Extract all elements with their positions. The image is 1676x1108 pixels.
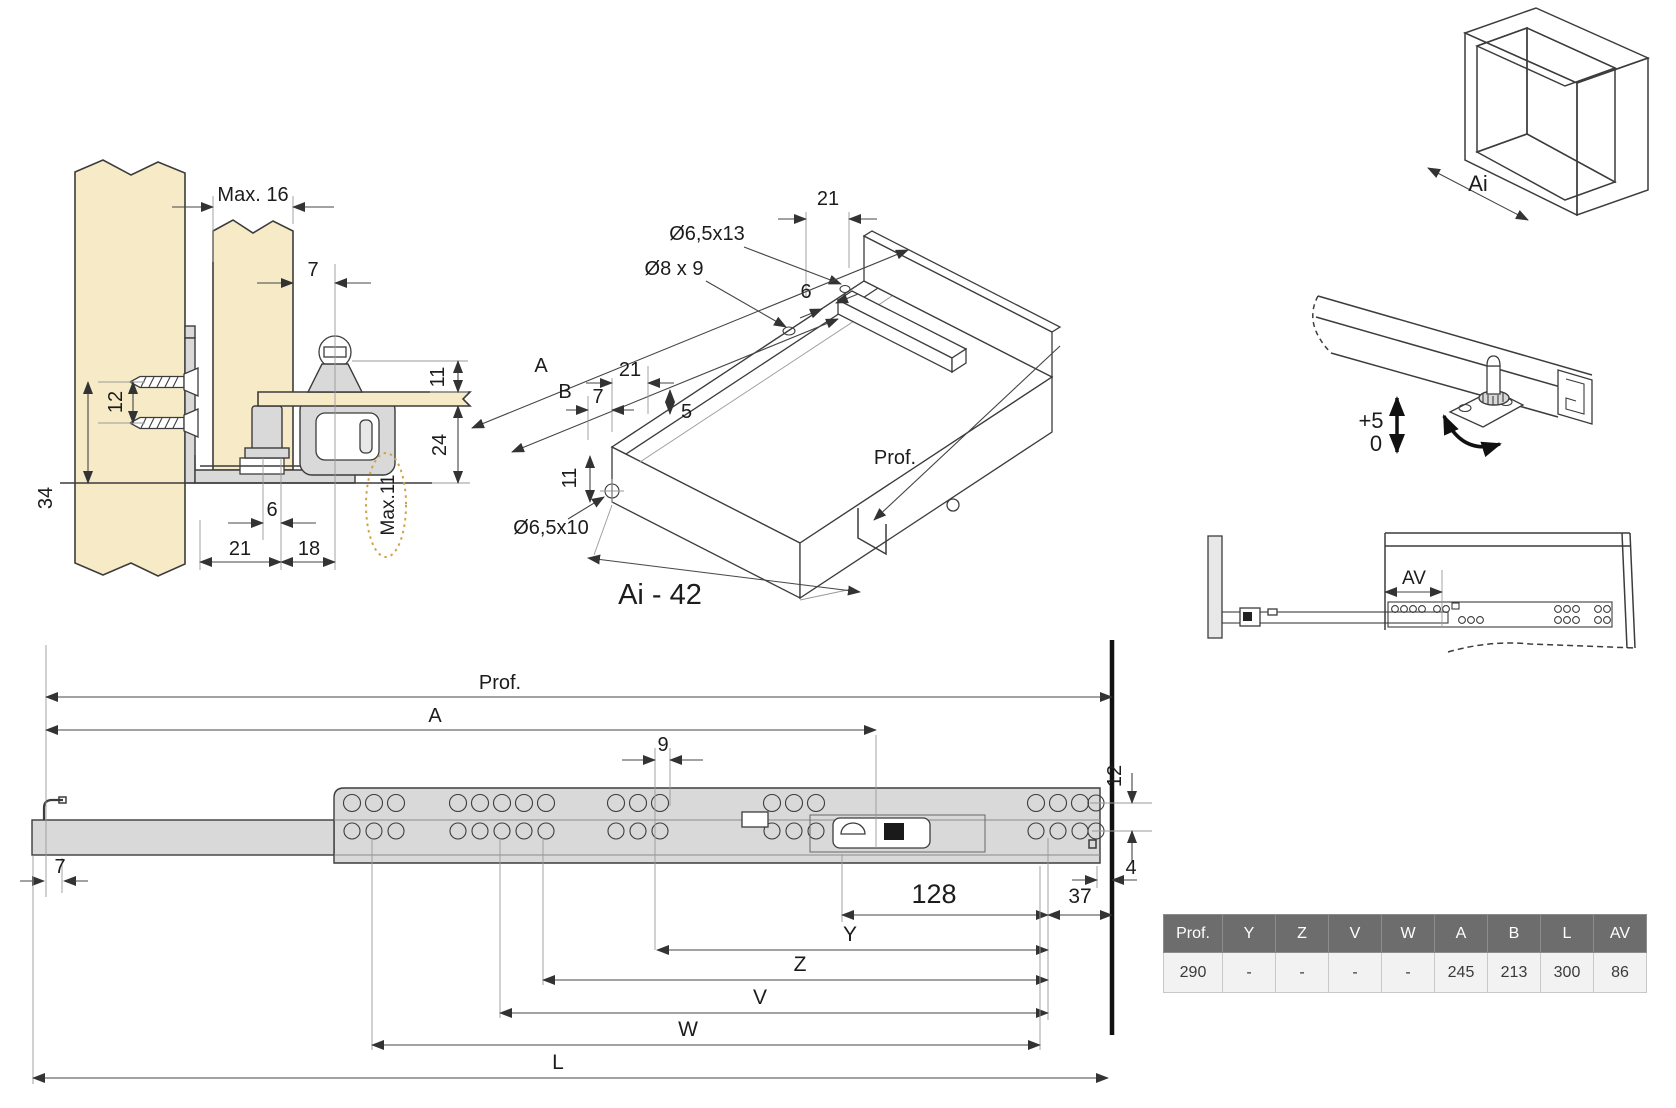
val-av: 86 [1593, 952, 1647, 993]
label-hole-6-5x13: Ø6,5x13 [669, 223, 745, 245]
val-v: - [1328, 952, 1382, 993]
dim-21-top: 21 [817, 188, 839, 210]
cross-section-view: Max. 16 7 12 34 11 24 6 21 18 Max.11 [35, 159, 472, 577]
dim-B: B [558, 381, 571, 403]
dim-12: 12 [105, 391, 127, 413]
val-a: 245 [1434, 952, 1488, 993]
val-z: - [1275, 952, 1329, 993]
label-hole-8x9: Ø8 x 9 [645, 258, 704, 280]
dim-ai-42: Ai - 42 [618, 579, 702, 611]
dim-max16: Max. 16 [217, 184, 288, 206]
val-w: - [1381, 952, 1435, 993]
av-extension-view: AV [1207, 532, 1636, 653]
col-v: V [1328, 914, 1382, 953]
val-l: 300 [1540, 952, 1594, 993]
drawer-front-panel [1207, 535, 1223, 639]
col-l: L [1540, 914, 1594, 953]
rail-holes [342, 793, 1105, 840]
rail-inner-member [31, 819, 335, 856]
dim-Z: Z [794, 953, 807, 976]
dim-max11: Max.11 [378, 475, 399, 536]
table-value-row: 290 - - - - 245 213 300 86 [1163, 952, 1647, 993]
col-y: Y [1222, 914, 1276, 953]
dim-37: 37 [1068, 885, 1091, 908]
table-header-row: Prof. Y Z V W A B L AV [1163, 914, 1647, 953]
dimension-spec-table: Prof. Y Z V W A B L AV 290 - - - - 245 2… [1163, 914, 1647, 993]
dim-prof-rail: Prof. [479, 672, 521, 694]
col-z: Z [1275, 914, 1329, 953]
dim-L: L [552, 1051, 564, 1074]
dim-5: 5 [681, 401, 692, 423]
dim-prof-iso: Prof. [874, 447, 916, 469]
label-zero: 0 [1370, 431, 1382, 456]
val-prof: 290 [1163, 952, 1223, 993]
dim-18: 18 [298, 538, 320, 560]
dim-V: V [753, 986, 767, 1009]
dim-34: 34 [35, 487, 57, 509]
rail-side-view: Prof. A 9 12 4 7 128 37 Y Z V [20, 640, 1152, 1084]
dim-Y: Y [843, 923, 857, 946]
val-b: 213 [1487, 952, 1541, 993]
drawer-bottom-shelf [257, 391, 472, 407]
cabinet-iso-view: Ai [1427, 7, 1651, 221]
dim-11: 11 [427, 367, 449, 388]
drawer-bottom-iso-view: 21 Ø6,5x13 Ø8 x 9 6 A B 21 7 5 11 Prof. … [471, 188, 1062, 611]
label-hole-6-5x10: Ø6,5x10 [513, 517, 589, 539]
dim-A-rail: A [428, 705, 442, 727]
bracket-adjustment-view: +5 0 [1312, 295, 1593, 458]
label-plus5: +5 [1358, 408, 1383, 433]
dim-A: A [534, 355, 548, 377]
dim-7: 7 [307, 259, 318, 281]
dim-av: AV [1402, 568, 1426, 589]
dim-21-mid: 21 [619, 359, 641, 381]
dim-7-rail: 7 [54, 856, 65, 878]
locating-stud [251, 405, 283, 453]
dim-ai-cabinet: Ai [1468, 171, 1488, 196]
val-y: - [1222, 952, 1276, 993]
dim-12-rail: 12 [1104, 765, 1126, 787]
dim-128: 128 [911, 879, 956, 909]
cabinet-rail [1387, 601, 1613, 628]
dim-24: 24 [429, 434, 451, 456]
latch-outline [809, 814, 986, 853]
dim-7-iso: 7 [592, 386, 603, 408]
dim-W: W [678, 1018, 698, 1041]
tilt-adjust-arrow [1442, 414, 1502, 458]
dim-21: 21 [229, 538, 251, 560]
col-w: W [1381, 914, 1435, 953]
dim-9: 9 [657, 734, 668, 756]
max11-highlight-ellipse [365, 452, 407, 558]
dim-11-iso: 11 [559, 468, 581, 489]
col-b: B [1487, 914, 1541, 953]
bracket-pin [1486, 365, 1501, 395]
col-av: AV [1593, 914, 1647, 953]
cabinet-side-panel [74, 159, 186, 577]
col-a: A [1434, 914, 1488, 953]
dim-4: 4 [1125, 857, 1136, 879]
dim-6: 6 [266, 499, 277, 521]
col-prof: Prof. [1163, 914, 1223, 953]
